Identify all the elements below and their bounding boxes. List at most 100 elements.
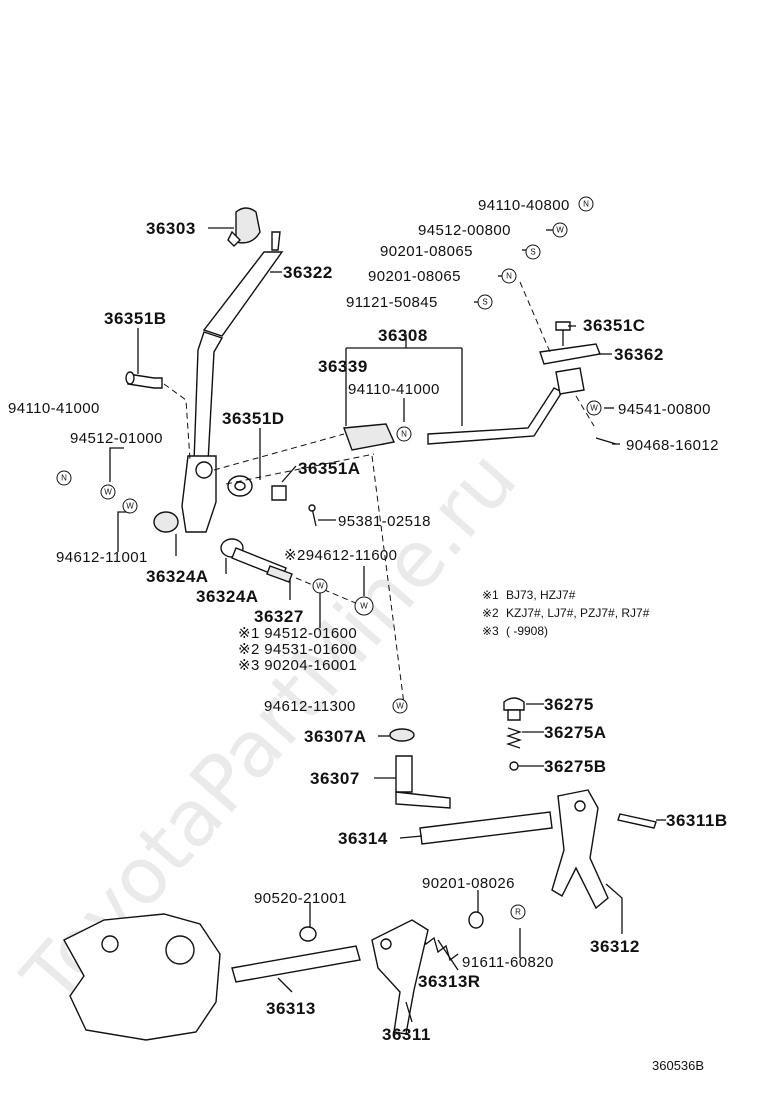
n-symbol-icon: N — [501, 268, 517, 284]
label-36324A-1: 36324A — [146, 567, 209, 586]
reference-code: 360536B — [652, 1058, 704, 1073]
label-36314: 36314 — [338, 829, 388, 848]
collar-36351D — [227, 475, 253, 497]
label-94612-11300: 94612-11300 — [264, 698, 356, 715]
svg-text:S: S — [530, 248, 535, 257]
label-94110-41000-left: 94110-41000 — [8, 400, 100, 417]
footnote-3-mark: ※3 — [482, 624, 499, 638]
spring-36275A — [505, 727, 523, 749]
footnotes: ※1 BJ73, HZJ7# ※2 KZJ7#, LJ7#, PZJ7#, RJ… — [482, 588, 650, 638]
rod-36308 — [427, 387, 564, 445]
ball-36275B — [509, 761, 519, 771]
label-94110-40800: 94110-40800 — [478, 197, 570, 214]
bracket-36362 — [539, 343, 601, 395]
footnote-3-text: ( -9908) — [506, 624, 548, 638]
svg-text:W: W — [396, 702, 404, 711]
plug-36275 — [503, 697, 525, 721]
label-36313: 36313 — [266, 999, 316, 1018]
n-symbol-icon: N — [396, 426, 412, 442]
shift-knob-36303 — [227, 207, 261, 247]
washer-36307A — [389, 728, 415, 742]
shaft-36314 — [419, 811, 553, 845]
label-94612-11001: 94612-11001 — [56, 549, 148, 566]
label-90201-08065-b: 90201-08065 — [368, 268, 461, 285]
svg-text:W: W — [556, 226, 564, 235]
label-36324A-2: 36324A — [196, 587, 259, 606]
label-94541-00800: 94541-00800 — [618, 401, 711, 418]
label-36312: 36312 — [590, 937, 640, 956]
label-36339: 36339 — [318, 357, 368, 376]
label-36308: 36308 — [378, 326, 428, 345]
pin-36311B — [617, 813, 657, 829]
w-symbol-icon: W — [552, 222, 568, 238]
label-94512-00800: 94512-00800 — [418, 222, 511, 239]
label-94531-01600: ※2 94531-01600 — [238, 641, 357, 658]
fork-36311 — [371, 919, 429, 1035]
label-90201-08026: 90201-08026 — [422, 875, 515, 892]
label-90204-16001: ※3 90204-16001 — [238, 657, 357, 674]
svg-text:N: N — [401, 430, 407, 439]
label-36327: 36327 — [254, 607, 304, 626]
spacer-36351A — [271, 485, 287, 501]
label-36313R: 36313R — [418, 972, 481, 991]
svg-text:W: W — [126, 502, 134, 511]
label-94512-01000: 94512-01000 — [70, 430, 163, 447]
bolt-36351B — [125, 371, 163, 389]
label-36311B: 36311B — [666, 811, 728, 830]
w-symbol-icon: W — [354, 596, 374, 616]
label-91611-60820: 91611-60820 — [462, 954, 554, 971]
label-91121-50845: 91121-50845 — [346, 294, 438, 311]
leader-lines — [109, 227, 666, 1023]
symbol-markers: N W S N S N W N W W W W W R — [56, 196, 602, 920]
w-symbol-icon: W — [586, 400, 602, 416]
w-symbol-icon: W — [392, 698, 408, 714]
svg-text:W: W — [590, 404, 598, 413]
label-36275A: 36275A — [544, 723, 607, 742]
svg-text:R: R — [515, 908, 521, 917]
n-symbol-icon: N — [56, 470, 72, 486]
label-94612-11600: ※294612-11600 — [284, 547, 397, 564]
shift-lever-36322 — [181, 231, 284, 533]
fork-36312 — [551, 789, 609, 910]
footnote-2-text: KZJ7#, LJ7#, PZJ7#, RJ7# — [506, 606, 650, 620]
svg-text:N: N — [583, 200, 589, 209]
label-94110-41000-mid: 94110-41000 — [348, 381, 440, 398]
bolt-36351C — [555, 321, 571, 346]
label-90468-16012: 90468-16012 — [626, 437, 719, 454]
label-90520-21001: 90520-21001 — [254, 890, 347, 907]
pin-36327 — [231, 547, 293, 583]
label-36275: 36275 — [544, 695, 594, 714]
w-symbol-icon: W — [100, 484, 116, 500]
label-36275B: 36275B — [544, 757, 607, 776]
label-36307: 36307 — [310, 769, 360, 788]
svg-text:W: W — [360, 602, 368, 611]
shift-head-36307 — [395, 755, 451, 809]
shaft-36313 — [231, 945, 361, 983]
label-36351B: 36351B — [104, 309, 167, 328]
n-symbol-icon: N — [578, 196, 594, 212]
svg-text:S: S — [482, 298, 487, 307]
label-95381-02518: 95381-02518 — [338, 513, 431, 530]
snap-ring-90520 — [299, 926, 317, 942]
label-36351A: 36351A — [298, 459, 361, 478]
label-36311: 36311 — [382, 1025, 431, 1044]
label-36307A: 36307A — [304, 727, 367, 746]
bushing-36324A — [153, 511, 244, 558]
svg-text:N: N — [506, 272, 512, 281]
footnote-1-text: BJ73, HZJ7# — [506, 588, 576, 602]
label-36322: 36322 — [283, 263, 333, 282]
label-36351D: 36351D — [222, 409, 285, 428]
label-36303: 36303 — [146, 219, 196, 238]
label-36351C: 36351C — [583, 316, 646, 335]
s-symbol-icon: S — [477, 294, 493, 310]
svg-text:W: W — [316, 582, 324, 591]
svg-text:N: N — [61, 474, 67, 483]
part-labels: 36303 36322 36351B 94110-41000 94512-010… — [8, 197, 728, 1044]
transmission-case — [63, 913, 221, 1041]
s-symbol-icon: S — [525, 244, 541, 260]
label-36362: 36362 — [614, 345, 664, 364]
r-symbol-icon: R — [510, 904, 526, 920]
footnote-1-mark: ※1 — [482, 588, 499, 602]
w-symbol-icon: W — [122, 498, 138, 514]
